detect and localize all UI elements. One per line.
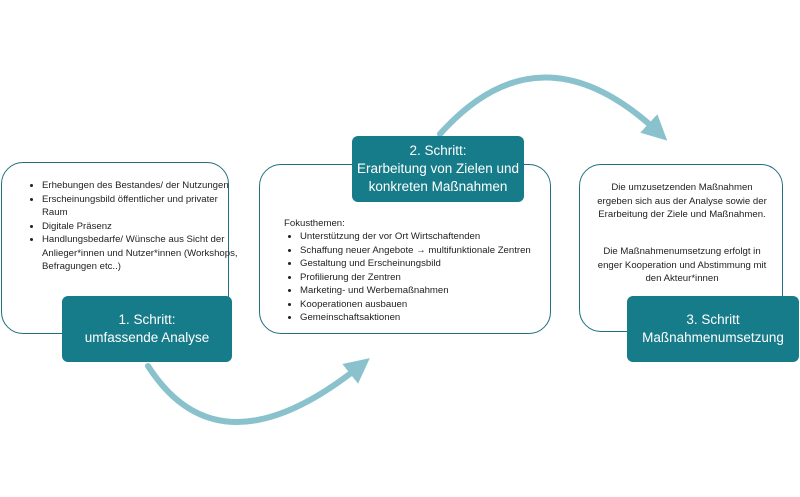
list-item: Digitale Präsenz	[42, 220, 238, 234]
step3-label-number: 3. Schritt	[686, 312, 740, 327]
list-item: Profilierung der Zentren	[300, 271, 564, 285]
list-item: Erhebungen des Bestandes/ der Nutzungen	[42, 179, 238, 193]
list-item: Gestaltung und Erscheinungsbild	[300, 257, 564, 271]
list-item: Gemeinschaftsaktionen	[300, 311, 564, 325]
step3-implementation-note: Die Maßnahmenumsetzung erfolgt in enger …	[597, 246, 767, 284]
list-item: Erscheinungsbild öffentlicher und privat…	[42, 193, 238, 220]
step2-bullet-list: Unterstützung der vor Ort Wirtschaftende…	[284, 230, 564, 325]
step1-label: 1. Schritt: umfassende Analyse	[62, 296, 232, 362]
step2-intro: Fokusthemen:	[284, 218, 345, 229]
step2-label: 2. Schritt: Erarbeitung von Zielen und k…	[352, 136, 524, 202]
arrow-step2-to-step3	[437, 74, 668, 141]
step3-label-title: Maßnahmenumsetzung	[642, 330, 784, 345]
list-item: Kooperationen ausbauen	[300, 298, 564, 312]
list-item: Schaffung neuer Angebote → multifunktion…	[300, 244, 564, 258]
step3-description: Die umzusetzenden Maßnahmen ergeben sich…	[597, 182, 767, 220]
step2-label-title: Erarbeitung von Zielen und konkreten Maß…	[356, 161, 520, 194]
list-item: Unterstützung der vor Ort Wirtschaftende…	[300, 230, 564, 244]
list-item: Handlungsbedarfe/ Wünsche aus Sicht der …	[42, 233, 238, 274]
step1-label-number: 1. Schritt:	[118, 312, 176, 327]
step1-label-title: umfassende Analyse	[84, 330, 210, 345]
step2-label-number: 2. Schritt:	[409, 143, 467, 158]
step1-bullet-list: Erhebungen des Bestandes/ der Nutzungen …	[26, 179, 238, 274]
step3-label: 3. Schritt Maßnahmenumsetzung	[627, 296, 799, 362]
arrow-step1-to-step2	[145, 358, 370, 425]
list-item: Marketing- und Werbemaßnahmen	[300, 284, 564, 298]
